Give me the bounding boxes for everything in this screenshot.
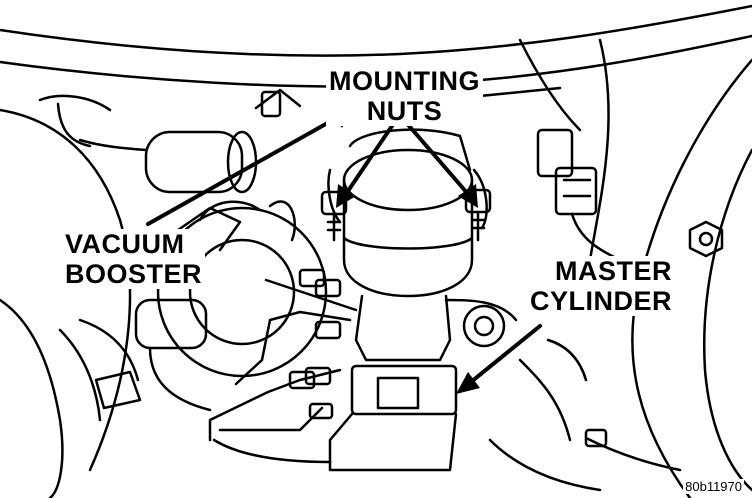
mounting-nuts-arrowhead-right	[458, 184, 478, 208]
mounting-nuts-label-line2: NUTS	[366, 96, 443, 126]
inline-cylinder	[56, 88, 302, 194]
mounting-nuts-label: MOUNTING NUTS	[326, 66, 483, 126]
vacuum-booster-body	[134, 200, 328, 412]
vacuum-booster-label-line1: VACUUM	[65, 229, 185, 259]
master-cylinder-leader	[464, 324, 542, 388]
master-cylinder-reservoir	[327, 128, 488, 298]
mounting-nuts-arrowhead-left	[336, 184, 356, 208]
mounting-nuts-leader-right	[402, 118, 470, 196]
mounting-studs	[320, 188, 492, 242]
master-cylinder-label-line2: CYLINDER	[530, 286, 673, 316]
master-cylinder-label: MASTER CYLINDER	[527, 256, 676, 316]
master-cylinder-body	[328, 294, 518, 472]
master-cylinder-arrowhead	[456, 372, 480, 394]
fender-nut	[688, 220, 724, 258]
mounting-nuts-leader-left	[344, 118, 398, 196]
figure-id: 80b11970	[683, 479, 744, 494]
vacuum-booster-label-line2: BOOSTER	[65, 259, 203, 289]
left-fender	[0, 94, 132, 498]
mounting-nuts-label-line1: MOUNTING	[329, 66, 480, 96]
lower-hoses	[58, 318, 602, 492]
vacuum-booster-leader	[146, 114, 342, 226]
master-cylinder-label-line1: MASTER	[555, 256, 673, 286]
brake-lines	[208, 268, 358, 442]
lower-right-wire	[584, 428, 682, 472]
vacuum-booster-label: VACUUM BOOSTER	[62, 229, 206, 289]
